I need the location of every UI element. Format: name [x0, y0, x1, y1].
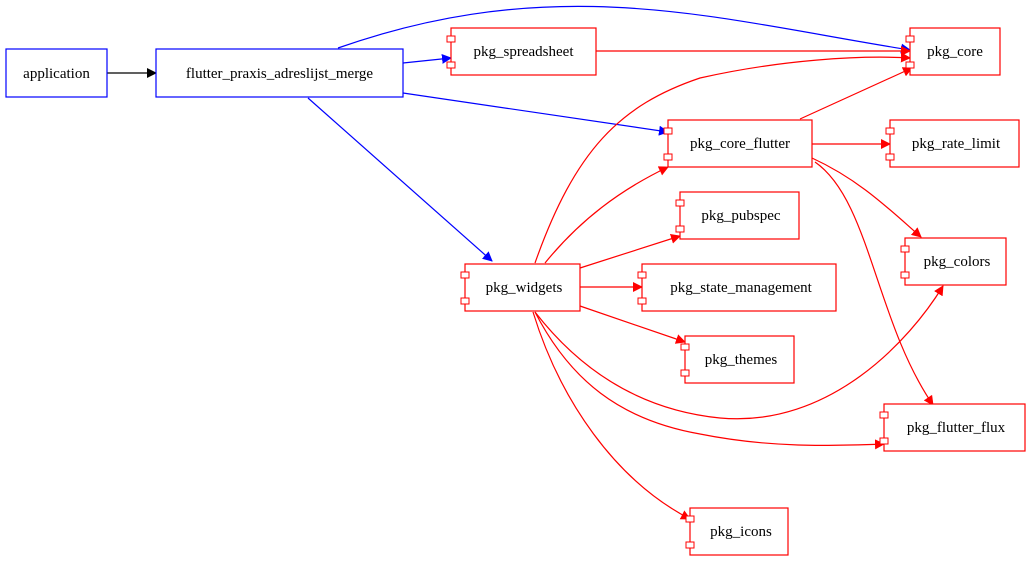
component-tab-top — [637, 271, 647, 279]
component-tab-bottom — [446, 61, 456, 69]
node-label: flutter_praxis_adreslijst_merge — [186, 66, 374, 82]
node-label: pkg_icons — [710, 524, 772, 540]
edge-pkg_widgets-to-pkg_core — [534, 52, 911, 264]
node-pkg_rate_limit[interactable]: pkg_rate_limit — [885, 119, 1020, 168]
node-pkg_core_flutter[interactable]: pkg_core_flutter — [663, 119, 813, 168]
edge-pkg_core_flutter-to-pkg_core — [799, 67, 913, 120]
edge-pkg_widgets-to-pkg_core_flutter — [544, 166, 669, 264]
component-tab-top — [905, 35, 915, 43]
edge-flutter_praxis_adreslijst_merge-to-pkg_spreadsheet — [402, 53, 452, 64]
node-pkg_icons[interactable]: pkg_icons — [685, 507, 789, 556]
node-label: pkg_colors — [924, 254, 991, 270]
edge-pkg_core_flutter-to-pkg_flutter_flux — [814, 161, 934, 406]
edge-pkg_widgets-to-pkg_pubspec — [579, 233, 681, 269]
component-tab-top — [460, 271, 470, 279]
edge-pkg_widgets-to-pkg_flutter_flux — [534, 311, 885, 450]
node-label: pkg_flutter_flux — [907, 420, 1006, 436]
component-tab-top — [885, 127, 895, 135]
node-label: pkg_pubspec — [701, 208, 780, 224]
component-tab-top — [900, 245, 910, 253]
component-tab-bottom — [460, 297, 470, 305]
node-label: pkg_state_management — [670, 280, 812, 296]
component-tab-top — [675, 199, 685, 207]
edge-flutter_praxis_adreslijst_merge-to-pkg_core_flutter — [402, 92, 669, 136]
node-application[interactable]: application — [5, 48, 108, 98]
component-tab-top — [446, 35, 456, 43]
edges — [107, 5, 944, 520]
node-label: pkg_themes — [705, 352, 778, 368]
component-tab-top — [663, 127, 673, 135]
node-pkg_spreadsheet[interactable]: pkg_spreadsheet — [446, 27, 597, 76]
node-label: pkg_widgets — [486, 280, 563, 296]
node-pkg_core[interactable]: pkg_core — [905, 27, 1001, 76]
node-pkg_widgets[interactable]: pkg_widgets — [460, 263, 581, 312]
edge-pkg_widgets-to-pkg_themes — [579, 305, 686, 344]
node-label: pkg_core_flutter — [690, 136, 790, 152]
component-tab-top — [879, 411, 889, 419]
component-tab-bottom — [879, 437, 889, 445]
node-pkg_pubspec[interactable]: pkg_pubspec — [675, 191, 800, 240]
edge-pkg_widgets-to-pkg_colors — [534, 285, 944, 420]
component-tab-bottom — [675, 225, 685, 233]
component-tab-bottom — [685, 541, 695, 549]
component-tab-bottom — [905, 61, 915, 69]
component-tab-bottom — [680, 369, 690, 377]
node-pkg_flutter_flux[interactable]: pkg_flutter_flux — [879, 403, 1026, 452]
component-tab-top — [685, 515, 695, 523]
node-pkg_colors[interactable]: pkg_colors — [900, 237, 1007, 286]
node-label: pkg_spreadsheet — [474, 44, 575, 60]
node-label: pkg_core — [927, 44, 983, 60]
nodes: application flutter_praxis_adreslijst_me… — [5, 27, 1026, 556]
edge-flutter_praxis_adreslijst_merge-to-pkg_widgets — [307, 97, 493, 262]
node-flutter_praxis_adreslijst_merge[interactable]: flutter_praxis_adreslijst_merge — [155, 48, 404, 98]
edge-pkg_widgets-to-pkg_icons — [532, 311, 691, 520]
component-tab-top — [680, 343, 690, 351]
node-pkg_state_management[interactable]: pkg_state_management — [637, 263, 837, 312]
edge-flutter_praxis_adreslijst_merge-to-pkg_core — [337, 5, 911, 54]
edge-pkg_core_flutter-to-pkg_colors — [811, 157, 922, 238]
component-tab-bottom — [663, 153, 673, 161]
node-label: pkg_rate_limit — [912, 136, 1001, 152]
component-tab-bottom — [900, 271, 910, 279]
component-tab-bottom — [637, 297, 647, 305]
node-label: application — [23, 66, 90, 82]
node-pkg_themes[interactable]: pkg_themes — [680, 335, 795, 384]
component-tab-bottom — [885, 153, 895, 161]
